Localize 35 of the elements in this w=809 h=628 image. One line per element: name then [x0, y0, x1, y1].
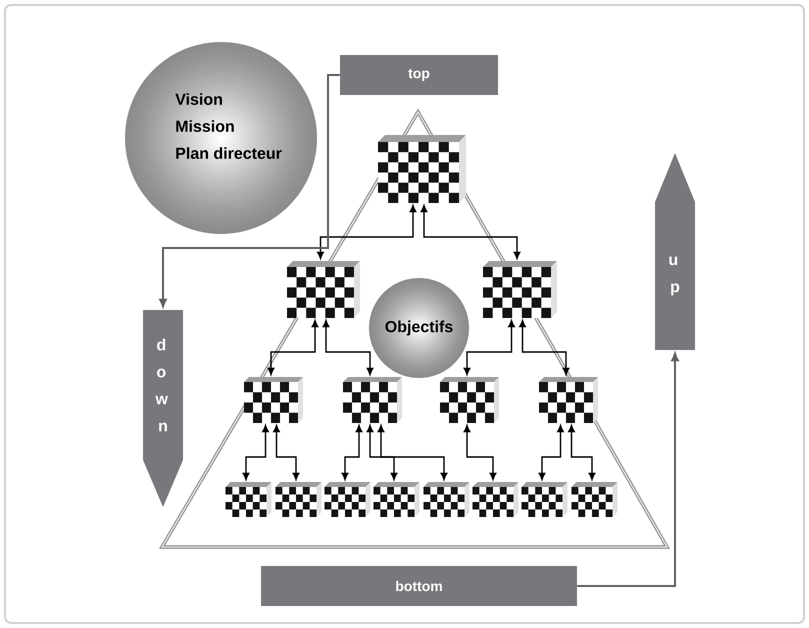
- checkerboard-cube: [226, 482, 272, 517]
- label-box: top: [340, 55, 498, 95]
- connector-arrow: [317, 204, 416, 260]
- connector-arrow: [268, 320, 318, 376]
- checkerboard-cube: [276, 482, 322, 517]
- checkerboard-cube: [324, 482, 370, 517]
- sphere: Objectifs: [369, 278, 469, 378]
- sphere: Vision Mission Plan directeur: [125, 42, 317, 234]
- connector-arrow: [342, 424, 362, 480]
- connector-arrow: [464, 424, 496, 480]
- checkerboard-cube: [244, 377, 303, 423]
- checkerboard-cube: [287, 261, 360, 318]
- connector-arrow: [159, 74, 340, 307]
- connector-arrow: [519, 320, 570, 376]
- connector-arrow: [366, 424, 398, 480]
- checkerboard-cube: [483, 261, 557, 318]
- connector-arrow: [242, 424, 269, 480]
- connector-arrow: [577, 353, 679, 587]
- label-box: bottom: [261, 566, 577, 606]
- checkerboard-cube: [424, 482, 470, 517]
- checkerboard-cube: [539, 377, 598, 423]
- checkerboard-cube: [378, 135, 466, 203]
- connector-arrow: [538, 424, 564, 480]
- checkerboard-cube: [440, 377, 499, 423]
- connector-arrow: [464, 320, 515, 376]
- checkerboard-cube: [472, 482, 518, 517]
- connector-arrow: [568, 424, 596, 480]
- connector-arrow: [322, 320, 374, 376]
- checkerboard-cube: [522, 482, 568, 517]
- connector-arrow: [378, 424, 448, 480]
- connector-arrow: [420, 204, 520, 260]
- checkerboard-cube: [572, 482, 618, 517]
- connector-arrow: [273, 424, 300, 480]
- checkerboard-cube: [343, 377, 402, 423]
- checkerboard-cube: [374, 482, 420, 517]
